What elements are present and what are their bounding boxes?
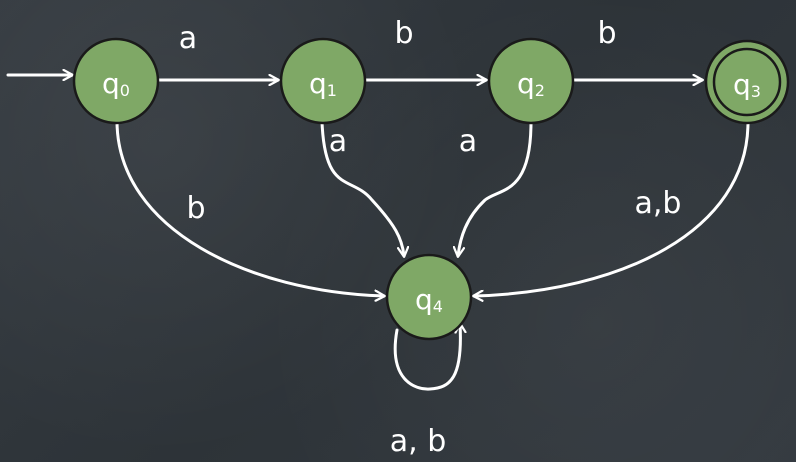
label-q1-q2: b xyxy=(394,16,413,51)
edge-q3-q4 xyxy=(474,120,750,296)
state-circle xyxy=(279,37,367,125)
state-q1: q1 xyxy=(279,37,367,125)
label-q2-q4: a xyxy=(459,124,477,159)
edge-q1-q4 xyxy=(320,120,404,256)
state-q0: q0 xyxy=(72,37,160,125)
state-label: q0 xyxy=(102,67,130,100)
edge-q0-q4 xyxy=(115,120,384,296)
state-q4: q4 xyxy=(385,253,473,341)
accepting-ring xyxy=(712,47,782,117)
state-label: q4 xyxy=(415,283,443,316)
label-q0-q1: a xyxy=(179,21,197,56)
edge-q4-q4 xyxy=(393,324,460,391)
state-circle xyxy=(487,37,575,125)
label-q0-q4: b xyxy=(186,191,205,226)
label-q3-q4: a,b xyxy=(635,186,682,221)
state-label: q3 xyxy=(733,68,761,101)
state-circle xyxy=(704,39,790,125)
edge-q2-q4 xyxy=(458,120,533,256)
state-label: q1 xyxy=(309,67,337,100)
label-q1-q4: a xyxy=(329,124,347,159)
label-q2-q3: b xyxy=(597,16,616,51)
label-q4-q4: a, b xyxy=(390,424,447,459)
state-circle xyxy=(385,253,473,341)
state-circle xyxy=(72,37,160,125)
state-label: q2 xyxy=(517,67,545,100)
state-q2: q2 xyxy=(487,37,575,125)
state-q3: q3 xyxy=(704,39,790,125)
